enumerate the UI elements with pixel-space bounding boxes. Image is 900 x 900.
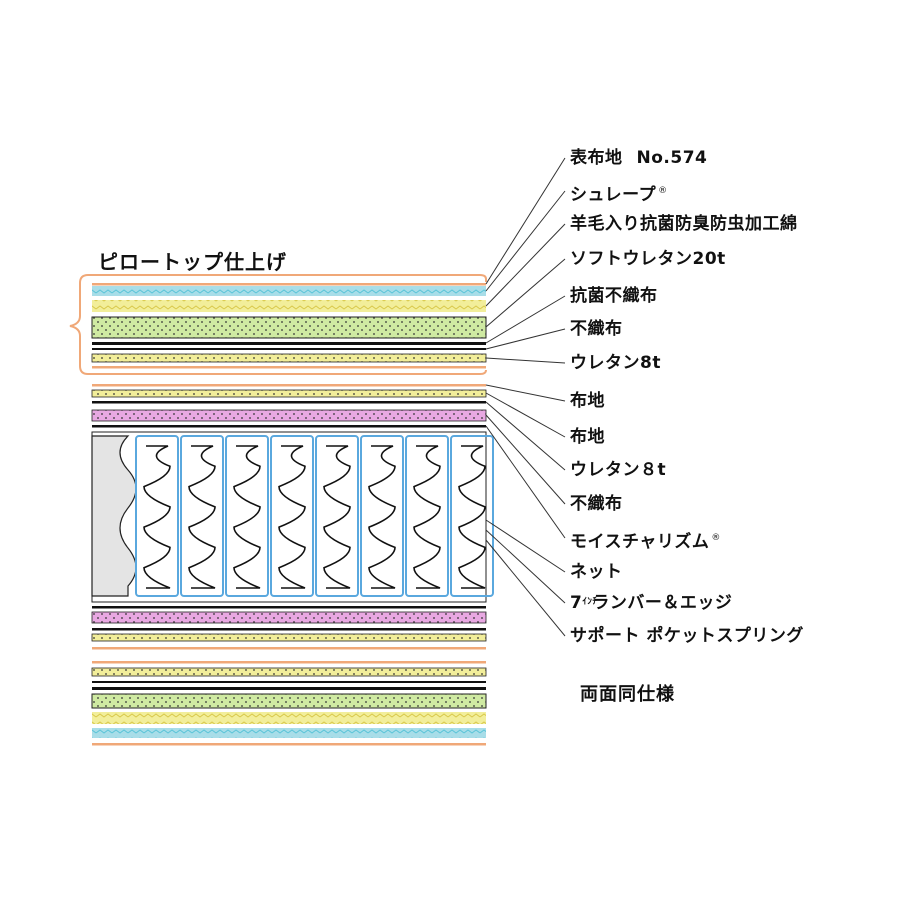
callout-label: 羊毛入り抗菌防臭防虫加工綿 — [570, 214, 798, 234]
leader-lines — [485, 157, 566, 637]
antibacterial-nonwoven-layer — [92, 342, 486, 345]
callout-label: 7ｲﾝﾁランバー＆エッジ — [570, 593, 733, 613]
nonwoven-layer-b — [92, 425, 486, 428]
spring-coil-icon — [180, 435, 224, 597]
leader-line — [485, 295, 566, 344]
pillow-bottom-fabric — [92, 366, 486, 369]
lower-core-layers — [91, 606, 487, 650]
lumbar-edge-foam — [91, 435, 137, 597]
leader-line — [485, 223, 566, 307]
both-sides-note: 両面同仕様 — [580, 684, 675, 705]
leader-line — [485, 414, 566, 505]
leader-line — [485, 519, 566, 573]
leader-line — [485, 328, 566, 350]
urethane-8t-layer-b — [92, 401, 486, 404]
leader-line — [485, 357, 566, 364]
leader-line — [485, 529, 566, 604]
curly-bracket-icon — [69, 274, 487, 375]
lower-pillow-layers — [91, 661, 487, 746]
leader-line — [485, 258, 566, 328]
callout-label: 不織布 — [570, 319, 623, 339]
callout-label: 布地 — [570, 391, 605, 411]
callout-label: ネット — [570, 562, 623, 582]
spring-coil-icon — [225, 435, 269, 597]
callout-label: サポート ポケットスプリング — [570, 626, 804, 646]
fabric-layer-1 — [92, 384, 486, 387]
spring-coil-icon — [450, 435, 494, 597]
spring-coil-icon — [405, 435, 449, 597]
leader-line — [485, 425, 566, 539]
callout-label: ウレタン８t — [570, 460, 667, 480]
callout-label: 抗菌不織布 — [570, 286, 658, 306]
leader-line — [485, 392, 566, 438]
callout-label: ソフトウレタン20t — [570, 249, 726, 269]
leader-line — [485, 384, 566, 402]
pocket-spring-unit — [91, 431, 494, 603]
callout-label: 不織布 — [570, 494, 623, 514]
spring-coil-icon — [360, 435, 404, 597]
spring-coil-icon — [315, 435, 359, 597]
leader-line — [485, 539, 566, 637]
pillow-top-title: ピロートップ仕上げ — [98, 250, 287, 274]
leader-line — [485, 157, 566, 285]
callout-label: ウレタン8t — [570, 353, 661, 373]
pillow-top-layers — [91, 283, 487, 369]
leader-line — [485, 401, 566, 471]
upper-core-layers — [91, 384, 487, 428]
spring-coil-icon — [270, 435, 314, 597]
callout-label: モイスチャリズム® — [570, 532, 721, 552]
nonwoven-layer — [92, 348, 486, 350]
spring-coil-icon — [135, 435, 179, 597]
top-fabric-layer — [92, 283, 486, 286]
callout-label: シュレープ® — [570, 185, 668, 205]
callout-label: 布地 — [570, 427, 605, 447]
leader-line — [485, 190, 566, 292]
